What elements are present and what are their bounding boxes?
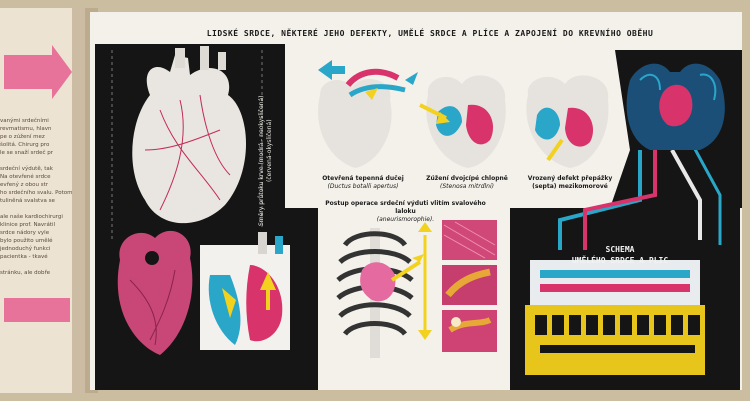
caption-ductus-latin: (Ductus botalli apertus) [327,183,399,190]
caption-septum-main: Vrozený defekt přepážky [527,175,613,182]
page-title: LIDSKÉ SRDCE, NĚKTERÉ JEHO DEFEKTY, UMĚL… [206,29,654,38]
schema-label: SCHEMA UMĚLÉHO SRDCE A PLIC [545,244,695,266]
schema-label-line1: SCHEMA [605,245,635,254]
heart-stenosis-diagram [419,75,506,168]
caption-ductus-main: Otevřená tepenná dučej [322,175,404,182]
blood-flow-label-line1: Směry průtoku krve (modrá - neokysličená… [258,95,265,227]
left-page-fragment: bylo použito umělé [0,238,53,244]
left-page-fragment: pacientka - tkavé [0,254,48,260]
pink-bar-fragment [4,298,70,322]
heart-pink-bottom [117,230,193,355]
circulation-tubes [558,139,722,250]
caption-operation-latin: (aneurismorophie). [376,216,435,223]
left-page-fragment: revmatismu, hlavn [0,126,52,132]
left-page-fragment: srdeční výdutě, tak [0,166,53,172]
heart-septum-diagram [526,75,609,168]
torso-lungs-drawing [626,63,725,151]
heart-cutaway-flow [200,232,290,350]
caption-stenosis-latin: (Stenosa mitrdlni) [440,183,494,190]
left-page-fragment: vanými srdečními [0,118,49,124]
heart-anatomy-top [132,46,247,224]
left-page-fragment: Na otevřené srdce [0,174,51,180]
caption-ductus: Otevřená tepenná dučej (Ductus botalli a… [308,175,418,191]
left-page-fragment: srdce nádory vyle [0,230,50,236]
caption-septum: Vrozený defekt přepážky (septa) mezikomo… [515,175,625,191]
muscle-tissue-strips [442,220,497,352]
left-page-fragment: klinice prof. Navrátil [0,222,56,228]
heart-ductus-diagram [318,60,418,168]
left-page-fragment: ho srdečního svalu. Potom [0,190,73,196]
left-page-fragment: jednoduchý funkci [0,246,51,252]
blood-flow-label: Směry průtoku krve (modrá - neokysličená… [258,96,274,227]
pink-arrow-fragment [4,45,72,99]
caption-stenosis: Zúžení dvojcípé chlopně (Stenosa mitrdln… [412,175,522,191]
left-page-fragment: le se snaží srdeč pr [0,150,53,156]
heart-lung-machine [525,260,705,375]
left-page-fragment: pe o zúžení mez [0,134,45,140]
blood-flow-label-line2: (červená-okysličená) [266,119,273,182]
left-page-fragment: tuliněná svalstva se [0,198,55,204]
ribcage-operation-diagram [336,222,432,358]
caption-operation-main: Postup operace srdeční výduti vlitím sva… [325,200,486,215]
schema-label-line2: UMĚLÉHO SRDCE A PLIC [571,256,669,265]
left-page-fragment: ale naše kardiochirurgi [0,214,63,220]
caption-operation: Postup operace srdeční výduti vlitím sva… [318,200,493,224]
caption-stenosis-main: Zúžení dvojcípé chlopně [426,175,508,182]
caption-septum-latin: (septa) mezikomorové [532,183,608,190]
left-page-fragment: stránku, ale dobře [0,270,51,276]
left-page-fragment: evřený z obou str [0,182,49,188]
left-page-fragment: šolitá. Chirurg pro [0,142,50,148]
